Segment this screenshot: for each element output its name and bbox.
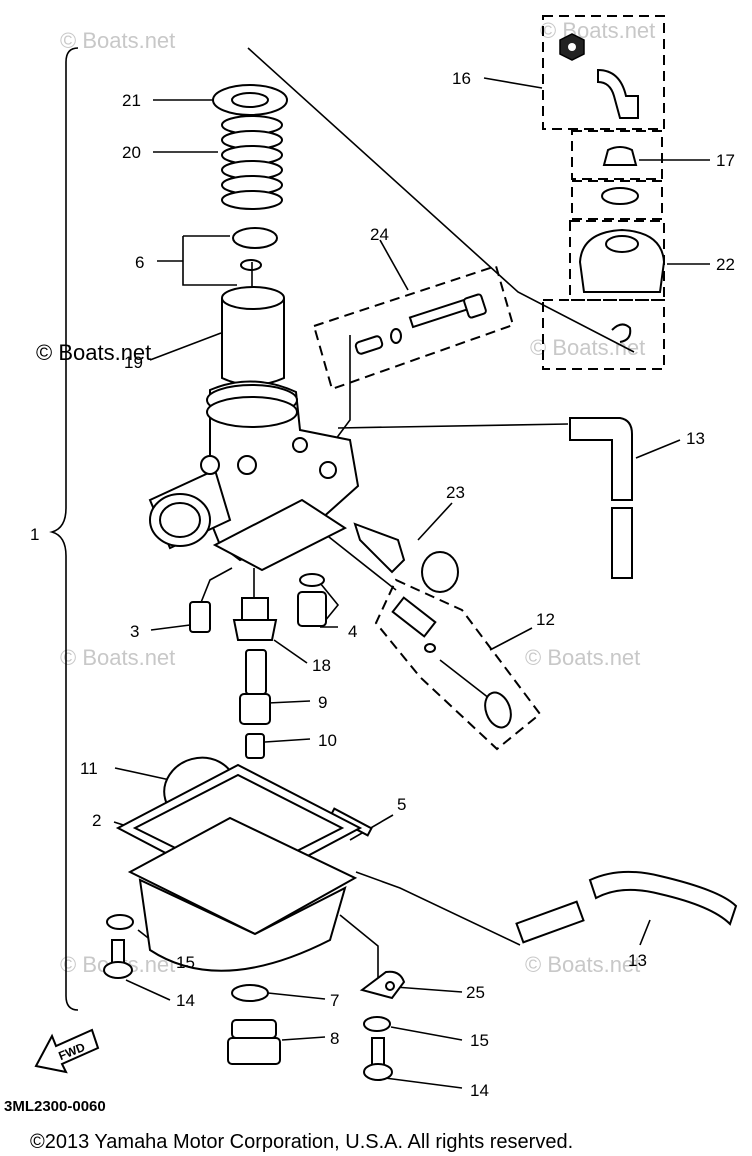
callout-7: 7 (330, 991, 339, 1010)
part-14-screw-right (363, 1037, 393, 1081)
callout-25: 25 (466, 983, 485, 1002)
callout-10: 10 (318, 731, 337, 750)
part-20-spring (221, 115, 283, 210)
callout-9: 9 (318, 693, 327, 712)
part-9-needle-jet (239, 649, 271, 725)
part-23-starter-plunger (353, 522, 459, 593)
callout-21: 21 (122, 91, 141, 110)
callout-15-right: 15 (470, 1031, 489, 1050)
part-7-o-ring (231, 984, 269, 1002)
part-24-screw-set (354, 293, 487, 355)
group-24-box (312, 264, 515, 391)
callout-24: 24 (370, 225, 389, 244)
watermark-1: © Boats.net (60, 28, 175, 53)
part-15-washer-right (363, 1016, 391, 1032)
part-clip (611, 323, 632, 343)
part-4-screw (297, 573, 327, 627)
fwd-arrow: FWD (34, 1028, 100, 1074)
callout-14-left: 14 (176, 991, 195, 1010)
callout-11: 11 (80, 759, 98, 778)
carburetor-body (148, 380, 360, 572)
clip-box (542, 299, 665, 370)
watermark-4: © Boats.net (60, 645, 175, 670)
callout-15-left: 15 (176, 953, 195, 972)
copyright-notice: ©2013 Yamaha Motor Corporation, U.S.A. A… (30, 1131, 573, 1153)
part-21-washer (212, 84, 288, 116)
callout-20: 20 (122, 143, 141, 162)
part-6-plate-clip (232, 227, 278, 295)
part-13-hose-upper (569, 417, 633, 579)
callout-3: 3 (130, 622, 139, 641)
callout-13-upper: 13 (686, 429, 705, 448)
part-18-needle-jet-holder (232, 597, 278, 641)
group-12-box (374, 578, 542, 751)
callout-19: 19 (124, 353, 143, 372)
assembly-brace (49, 47, 79, 1011)
dashed-groups (312, 15, 665, 751)
callout-22: 22 (716, 255, 735, 274)
part-15-washer-left (106, 914, 134, 930)
callout-2: 2 (92, 811, 101, 830)
callout-8: 8 (330, 1029, 339, 1048)
part-25-bracket (359, 970, 406, 1000)
callout-5: 5 (397, 795, 406, 814)
part-14-screw-left (103, 939, 133, 979)
group-17-box (571, 130, 663, 180)
part-17-cap (601, 146, 639, 205)
callout-1: 1 (30, 525, 39, 544)
group-16-box (542, 15, 665, 130)
watermark-dark: © Boats.net (36, 340, 151, 365)
callout-4: 4 (348, 622, 357, 641)
callouts: 1 2 3 4 5 6 7 8 9 10 11 12 13 13 14 14 1… (30, 69, 735, 1100)
watermark-7: © Boats.net (525, 952, 640, 977)
part-8-drain-plug (227, 1019, 281, 1065)
callout-6: 6 (135, 253, 144, 272)
part-22-top-cap (578, 228, 666, 293)
callout-23: 23 (446, 483, 465, 502)
callout-14-right: 14 (470, 1081, 489, 1100)
part-10-main-jet (245, 733, 265, 759)
callout-16: 16 (452, 69, 471, 88)
part-3-jet (189, 601, 211, 633)
diagram-code: 3ML2300-0060 (4, 1098, 106, 1115)
part-12-pilot-screw (391, 596, 512, 729)
part-13-hose-lower (515, 870, 738, 944)
callout-13-lower: 13 (628, 951, 647, 970)
part-16-elbow (559, 33, 639, 119)
callout-17: 17 (716, 151, 735, 170)
watermark-2: © Boats.net (540, 18, 655, 43)
float-bowl (127, 816, 358, 972)
watermark-5: © Boats.net (525, 645, 640, 670)
callout-12: 12 (536, 610, 555, 629)
part-19-throttle-valve (221, 286, 285, 386)
callout-18: 18 (312, 656, 331, 675)
